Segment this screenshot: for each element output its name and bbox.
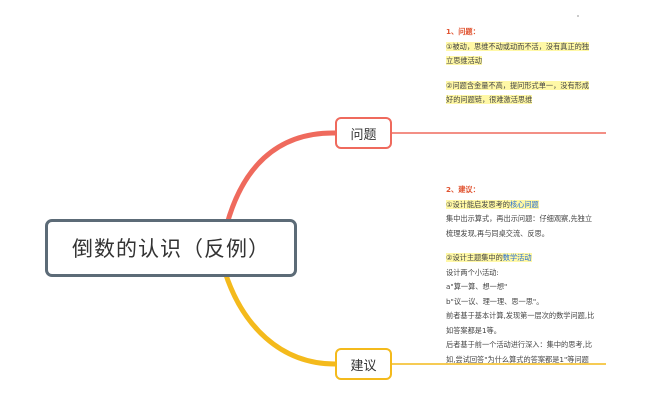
root-topic-label: 倒数的认识（反例） [72,237,270,261]
suggestion-detail-line: b"议一议、理一理、思一思"。 [446,296,544,306]
branch-suggestion[interactable]: 建议 [335,348,392,380]
suggestion-item-1-number: ① [446,199,453,209]
decorative-dot [577,15,579,17]
suggestion-detail-line: a"算一算、想一想" [446,282,508,291]
branch-suggestion-label: 建议 [350,358,377,374]
problem-item-2-cont: 好的问题链，很难激活思维 [446,93,589,108]
branch-problem-label: 问题 [350,127,377,143]
root-topic[interactable]: 倒数的认识（反例） [45,219,297,277]
problem-item-1-text: 被动，思维不动或动而不活，没有真正的独 [452,41,590,51]
problem-item-1-number: ① [446,41,453,51]
problem-item-1: ①被动，思维不动或动而不活，没有真正的独 [446,40,590,55]
problem-item-2-text: 问题含金量不高，提问形式单一，没有形成 [452,80,590,90]
problem-item-2-number: ② [446,80,453,90]
problem-note: 1、问题： ①被动，思维不动或动而不活，没有真正的独 立思维活动 ②问题含金量不… [446,25,590,108]
suggestion-item-1-keyword: 核心问题 [509,199,539,209]
suggestion-item-2-keyword: 数学活动 [502,253,532,262]
problem-item-2: ②问题含金量不高，提问形式单一，没有形成 [446,79,590,94]
suggestion-item-1-text: 设计能启发思考的 [452,199,510,209]
suggestion-detail-line: 设计两个小活动: [446,267,499,277]
suggestion-item-2: ②设计主题集中的数学活动 [446,251,594,266]
connector-root-to-suggest [222,269,338,367]
problem-note-heading: 1、问题： [446,27,480,36]
suggestion-detail-line: 前者基于基本计算,发现第一层次的数学问题,比 [446,311,595,320]
branch-problem[interactable]: 问题 [335,117,392,149]
suggestion-note: 2、建议： ①设计能启发思考的核心问题 集中出示算式，再出示问题：仔细观察,先独… [446,183,594,367]
problem-item-1-line2: 立思维活动 [446,56,482,65]
suggestion-detail-line: 如答案都是1等。 [446,325,501,335]
problem-item-1-cont: 立思维活动 [446,54,589,69]
problem-item-2-line2: 好的问题链，很难激活思维 [446,95,533,104]
suggestion-note-heading: 2、建议： [446,185,480,194]
connector-root-to-problem [224,130,338,227]
suggestion-detail-line: 集中出示算式，再出示问题：仔细观察,先独立 [446,214,593,223]
suggestion-item-2-number: ② [446,253,453,262]
suggestion-detail-line: 梳理发现,再与同桌交流、反思。 [446,228,549,238]
suggestion-item-1: ①设计能启发思考的核心问题 [446,198,594,213]
suggestion-item-2-text: 设计主题集中的 [452,253,503,262]
suggestion-detail-line: 后者基于前一个活动进行深入：集中的思考,比 [446,340,593,349]
suggestion-detail-line: 如,尝试回答"为什么算式的答案都是1"等问题 [446,354,589,364]
